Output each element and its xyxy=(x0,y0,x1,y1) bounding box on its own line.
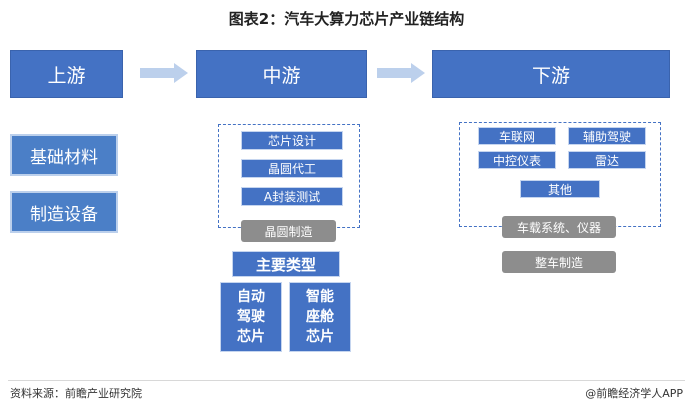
downstream-item-radar: 雷达 xyxy=(568,151,646,169)
footer-divider xyxy=(8,380,685,381)
downstream-item-other: 其他 xyxy=(520,180,600,198)
downstream-item-dashboard: 中控仪表 xyxy=(478,151,556,169)
main-types-header: 主要类型 xyxy=(232,251,340,277)
chip-type-autonomous-driving: 自动 驾驶 芯片 xyxy=(220,282,282,352)
midstream-item-foundry: 晶圆代工 xyxy=(241,159,343,178)
downstream-vehicle-system-label: 车载系统、仪器 xyxy=(502,216,616,238)
downstream-vehicle-manufacturing-label: 整车制造 xyxy=(502,251,616,273)
arrow-right-icon xyxy=(377,63,425,83)
stage-upstream: 上游 xyxy=(10,50,123,98)
midstream-item-chip-design: 芯片设计 xyxy=(241,131,343,150)
footer-credit: @前瞻经济学人APP xyxy=(585,387,683,400)
downstream-item-adas: 辅助驾驶 xyxy=(568,127,646,145)
chip-type-smart-cockpit: 智能 座舱 芯片 xyxy=(289,282,351,352)
downstream-item-iov: 车联网 xyxy=(478,127,556,145)
arrow-right-icon xyxy=(140,63,188,83)
footer-source: 资料来源：前瞻产业研究院 xyxy=(10,387,142,400)
stage-downstream: 下游 xyxy=(432,50,670,98)
page-title: 图表2：汽车大算力芯片产业链结构 xyxy=(228,10,465,28)
upstream-item-equipment: 制造设备 xyxy=(10,191,118,233)
midstream-item-packaging-testing: A封装测试 xyxy=(241,187,343,206)
stage-midstream: 中游 xyxy=(196,50,367,98)
midstream-wafer-manufacturing-label: 晶圆制造 xyxy=(241,220,336,242)
upstream-item-materials: 基础材料 xyxy=(10,134,118,176)
